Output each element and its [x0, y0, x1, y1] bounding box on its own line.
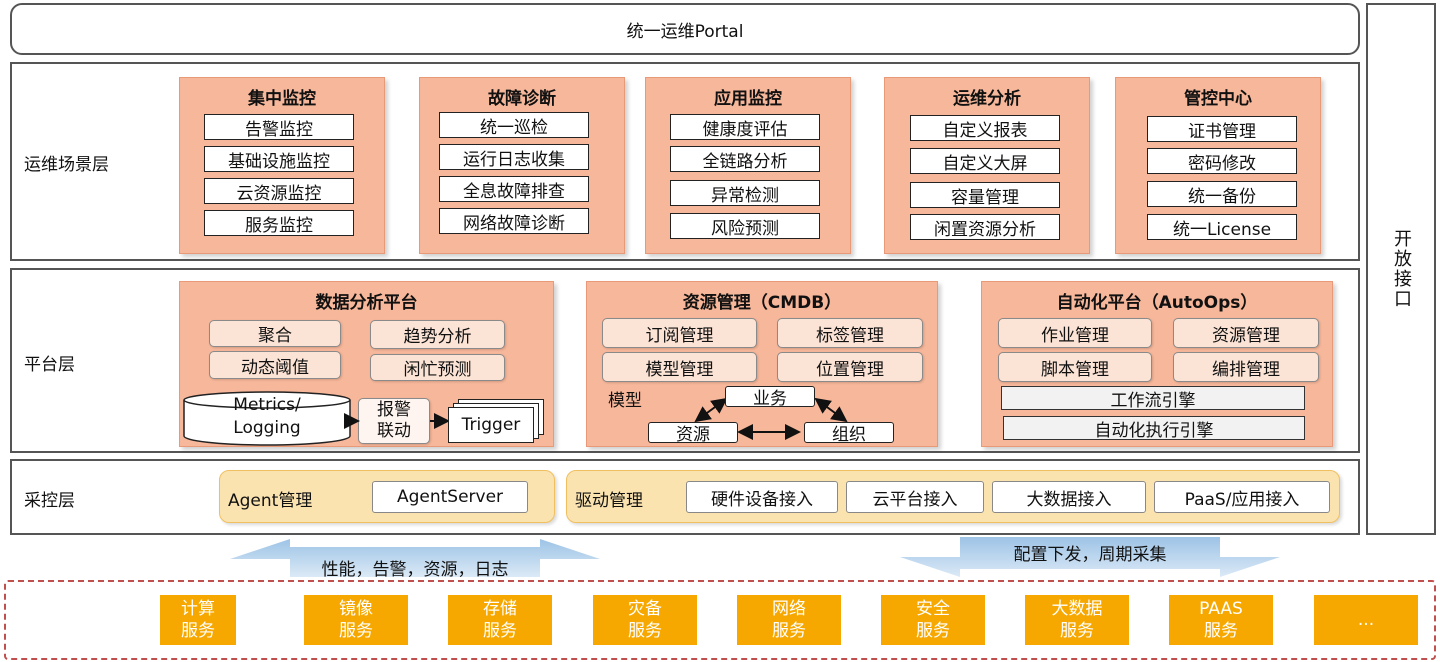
scene-item: 全息故障排查	[439, 176, 589, 202]
group-title: 自动化平台（AutoOps）	[1056, 293, 1258, 313]
scene-item: 统一巡检	[439, 112, 589, 138]
da-item: 闲忙预测	[370, 354, 505, 381]
alarm-line2: 联动	[377, 421, 411, 441]
scene-item: 证书管理	[1147, 116, 1297, 142]
group-title: 运维分析	[953, 89, 1021, 109]
scene-item: 自定义报表	[910, 115, 1060, 141]
scene-item: 统一License	[1147, 214, 1297, 240]
scene-item: 统一备份	[1147, 181, 1297, 207]
driver-management-panel: 驱动管理 硬件设备接入 云平台接入 大数据接入 PaaS/应用接入	[566, 470, 1340, 523]
autoops-item: 作业管理	[998, 318, 1152, 348]
service-network: 网络服务	[737, 595, 841, 645]
cmdb-item: 位置管理	[777, 352, 923, 382]
cmdb-item: 标签管理	[777, 318, 923, 348]
model-node-business: 业务	[725, 386, 815, 409]
alarm-line1: 报警	[377, 400, 411, 420]
group-control-center: 管控中心 证书管理 密码修改 统一备份 统一License	[1115, 77, 1321, 254]
trigger-stack: Trigger	[448, 399, 548, 443]
autoops-item: 资源管理	[1173, 318, 1319, 348]
group-title: 管控中心	[1184, 89, 1252, 109]
group-ops-analysis: 运维分析 自定义报表 自定义大屏 容量管理 闲置资源分析	[884, 77, 1090, 254]
scene-item: 全链路分析	[670, 146, 820, 172]
model-node-resource: 资源	[648, 422, 738, 445]
model-node-organization: 组织	[804, 422, 894, 445]
da-item: 动态阈值	[209, 351, 341, 379]
download-arrow-icon	[900, 537, 1280, 577]
db-label-line2: Logging	[233, 418, 301, 438]
group-fault-diagnosis: 故障诊断 统一巡检 运行日志收集 全息故障排查 网络故障诊断	[419, 77, 625, 254]
service-disaster-recovery: 灾备服务	[593, 595, 697, 645]
automation-engine: 自动化执行引擎	[1003, 416, 1305, 441]
autoops-item: 脚本管理	[998, 352, 1152, 382]
scene-item: 风险预测	[670, 213, 820, 239]
da-flow-arrows	[344, 413, 450, 429]
portal-title: 统一运维Portal	[626, 21, 744, 42]
scene-item: 云资源监控	[204, 178, 354, 204]
upload-arrow-label: 性能，告警，资源，日志	[321, 560, 509, 580]
cmdb-item: 模型管理	[602, 352, 757, 382]
service-security: 安全服务	[881, 595, 985, 645]
group-centralized-monitoring: 集中监控 告警监控 基础设施监控 云资源监控 服务监控	[179, 77, 385, 254]
scene-item: 服务监控	[204, 210, 354, 236]
service-more: ...	[1314, 595, 1418, 645]
cmdb-platform: 资源管理（CMDB） 订阅管理 标签管理 模型管理 位置管理 模型	[586, 281, 938, 447]
services-area	[4, 580, 1436, 660]
data-analysis-platform: 数据分析平台 聚合 趋势分析 动态阈值 闲忙预测	[179, 281, 554, 447]
service-compute: 计算服务	[160, 595, 236, 645]
alarm-linkage: 报警 联动	[358, 398, 430, 444]
autoops-item: 编排管理	[1173, 352, 1319, 382]
scene-item: 自定义大屏	[910, 148, 1060, 174]
db-label-line1: Metrics/	[233, 395, 301, 415]
db-label: Metrics/ Logging	[182, 394, 352, 440]
service-big-data: 大数据服务	[1025, 595, 1129, 645]
scene-item: 健康度评估	[670, 114, 820, 140]
scene-layer-label: 运维场景层	[24, 155, 109, 175]
agent-label: Agent管理	[228, 491, 313, 511]
agent-management-panel: Agent管理 AgentServer	[219, 470, 555, 523]
group-title: 数据分析平台	[315, 293, 418, 313]
group-title: 应用监控	[714, 89, 782, 109]
download-arrow-label: 配置下发，周期采集	[1013, 545, 1167, 565]
scene-item: 容量管理	[910, 182, 1060, 208]
scene-item: 密码修改	[1147, 148, 1297, 174]
open-interface-panel: 开放接口	[1366, 3, 1436, 535]
da-item: 趋势分析	[370, 320, 505, 349]
open-interface-label: 开放接口	[1391, 229, 1412, 309]
driver-item: PaaS/应用接入	[1154, 481, 1330, 513]
scene-item: 基础设施监控	[204, 146, 354, 172]
service-storage: 存储服务	[448, 595, 552, 645]
driver-item: 大数据接入	[992, 481, 1146, 513]
platform-layer-label: 平台层	[24, 355, 75, 375]
cmdb-model-arrows	[694, 397, 848, 440]
model-label: 模型	[608, 391, 642, 411]
metrics-logging-db-icon	[183, 391, 351, 446]
group-app-monitoring: 应用监控 健康度评估 全链路分析 异常检测 风险预测	[645, 77, 851, 254]
cmdb-item: 订阅管理	[602, 318, 757, 348]
scene-item: 异常检测	[670, 180, 820, 206]
group-title: 集中监控	[248, 89, 316, 109]
driver-item: 硬件设备接入	[686, 481, 838, 513]
agent-server: AgentServer	[372, 481, 528, 513]
autoops-platform: 自动化平台（AutoOps） 作业管理 资源管理 脚本管理 编排管理 工作流引擎…	[981, 281, 1333, 447]
group-title: 资源管理（CMDB）	[682, 293, 842, 313]
portal-bar: 统一运维Portal	[10, 3, 1360, 55]
collect-layer-label: 采控层	[24, 491, 75, 511]
driver-item: 云平台接入	[846, 481, 984, 513]
workflow-engine: 工作流引擎	[1001, 386, 1305, 411]
scene-item: 闲置资源分析	[910, 214, 1060, 240]
da-item: 聚合	[209, 320, 341, 347]
scene-item: 运行日志收集	[439, 144, 589, 170]
service-image: 镜像服务	[304, 595, 408, 645]
scene-item: 告警监控	[204, 114, 354, 140]
group-title: 故障诊断	[488, 89, 556, 109]
trigger-label: Trigger	[448, 407, 534, 443]
upload-arrow-icon	[230, 539, 600, 577]
driver-label: 驱动管理	[575, 491, 643, 511]
scene-item: 网络故障诊断	[439, 208, 589, 234]
